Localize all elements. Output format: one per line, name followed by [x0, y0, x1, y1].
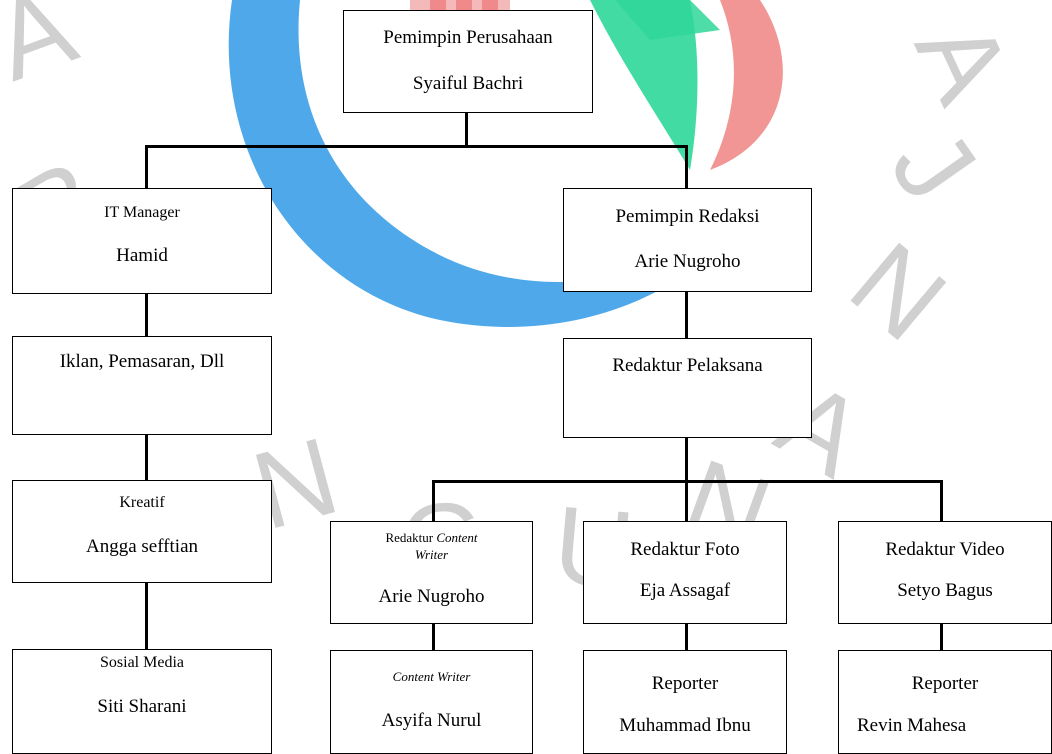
- connector-top-bar: [145, 145, 688, 148]
- photo-reporter-role: Reporter: [651, 673, 719, 694]
- it-manager-box: IT Manager Hamid: [12, 188, 272, 294]
- content-editor-role: Redaktur Content: [385, 530, 478, 545]
- it-manager-name: Hamid: [116, 245, 168, 266]
- ceo-box: Pemimpin Perusahaan Syaiful Bachri: [343, 10, 593, 113]
- video-reporter-box: Reporter Revin Mahesa: [838, 650, 1052, 754]
- watermark-letter: A: [0, 0, 90, 104]
- social-role: Sosial Media: [100, 654, 184, 671]
- video-editor-box: Redaktur Video Setyo Bagus: [838, 521, 1052, 624]
- connector-to-video: [940, 480, 943, 521]
- ceo-role: Pemimpin Perusahaan: [383, 27, 553, 48]
- video-reporter-name: Revin Mahesa: [857, 715, 967, 736]
- it-manager-role: IT Manager: [104, 204, 180, 221]
- connector-foto-reporter: [685, 624, 688, 650]
- ceo-name: Syaiful Bachri: [412, 73, 524, 94]
- connector-ads-creative: [145, 435, 148, 480]
- ads-box: Iklan, Pemasaran, Dll: [12, 336, 272, 435]
- photo-editor-box: Redaktur Foto Eja Assagaf: [583, 521, 787, 624]
- content-writer-role: Content Writer: [392, 669, 471, 684]
- ads-role: Iklan, Pemasaran, Dll: [59, 351, 225, 372]
- connector-it-ads: [145, 294, 148, 336]
- social-box: Sosial Media Siti Sharani: [12, 649, 272, 754]
- editor-chief-name: Arie Nugroho: [634, 251, 741, 272]
- photo-editor-name: Eja Assagaf: [639, 580, 731, 601]
- connector-pelaksana-down: [685, 438, 688, 482]
- watermark-letter: A: [892, 1, 1035, 120]
- connector-video-reporter: [940, 624, 943, 650]
- connector-to-redaksi: [685, 145, 688, 188]
- creative-name: Angga sefftian: [85, 536, 199, 557]
- managing-editor-box: Redaktur Pelaksana: [563, 338, 812, 438]
- content-writer-box: Content Writer Asyifa Nurul: [330, 650, 533, 754]
- connector-to-content: [432, 480, 435, 521]
- connector-ceo-down: [465, 113, 468, 147]
- photo-reporter-name: Muhammad Ibnu: [619, 715, 751, 736]
- editor-chief-box: Pemimpin Redaksi Arie Nugroho: [563, 188, 812, 292]
- photo-editor-role: Redaktur Foto: [630, 539, 740, 560]
- editor-chief-role: Pemimpin Redaksi: [615, 206, 760, 227]
- content-writer-name: Asyifa Nurul: [381, 710, 482, 731]
- creative-role: Kreatif: [119, 494, 165, 511]
- connector-content-writer: [432, 624, 435, 650]
- watermark-letter: J: [867, 107, 999, 223]
- photo-reporter-box: Reporter Muhammad Ibnu: [583, 650, 787, 754]
- creative-box: Kreatif Angga sefftian: [12, 480, 272, 583]
- connector-creative-social: [145, 583, 148, 649]
- watermark-letter: N: [828, 219, 968, 364]
- content-editor-box: Redaktur Content Writer Arie Nugroho: [330, 521, 533, 624]
- connector-redaksi-pelaksana: [685, 292, 688, 338]
- video-editor-role: Redaktur Video: [885, 539, 1005, 560]
- content-editor-role-line2: Writer: [414, 547, 449, 562]
- video-reporter-role: Reporter: [911, 673, 979, 694]
- connector-to-it: [145, 145, 148, 188]
- managing-editor-role: Redaktur Pelaksana: [612, 355, 763, 376]
- social-name: Siti Sharani: [97, 696, 187, 717]
- connector-to-foto: [685, 480, 688, 521]
- video-editor-name: Setyo Bagus: [897, 580, 993, 601]
- content-editor-name: Arie Nugroho: [378, 586, 485, 607]
